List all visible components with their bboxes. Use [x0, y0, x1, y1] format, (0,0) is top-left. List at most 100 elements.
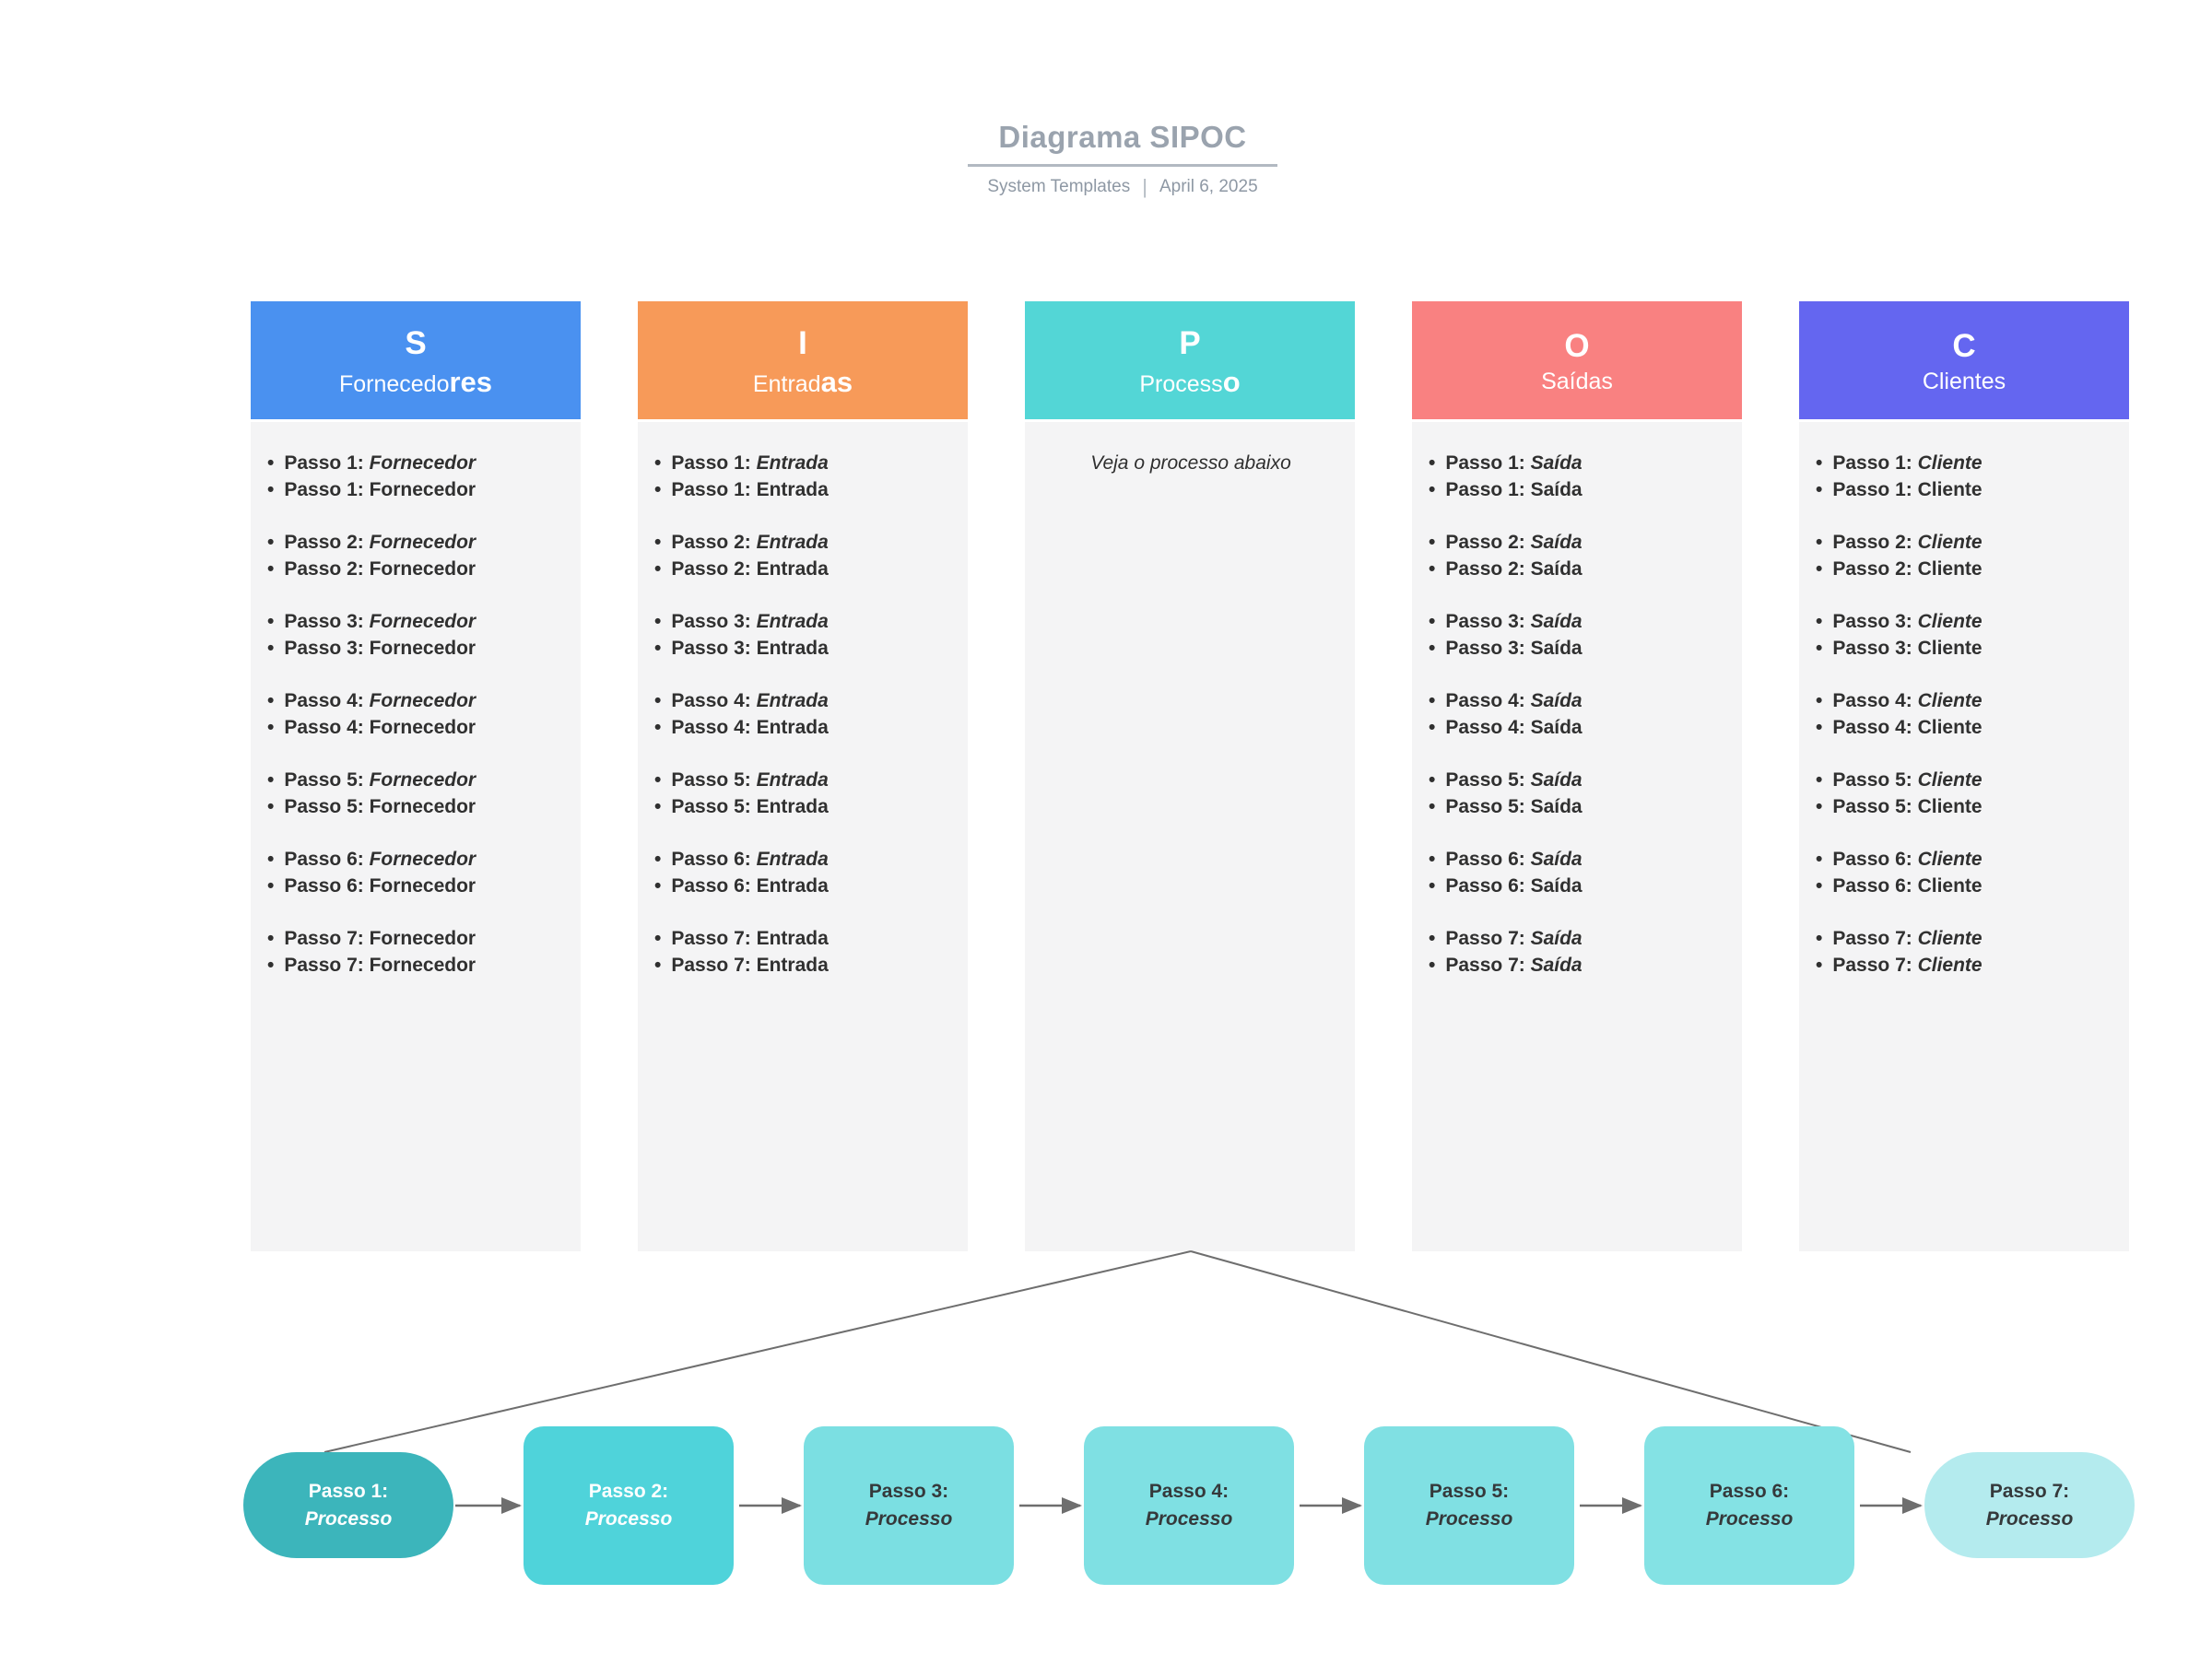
item-step-label: Passo 1:	[284, 479, 370, 500]
item-value: Entrada	[756, 611, 829, 632]
step-pair: Passo 7: SaídaPasso 7: Saída	[1427, 925, 1729, 979]
column-body: Passo 1: EntradaPasso 1: EntradaPasso 2:…	[638, 422, 968, 1251]
item-step-label: Passo 6:	[1445, 875, 1531, 897]
item-value: Fornecedor	[369, 479, 477, 500]
item-value: Fornecedor	[369, 849, 477, 870]
column-body: Veja o processo abaixo	[1025, 422, 1355, 1251]
item-step-label: Passo 1:	[284, 452, 370, 474]
item-value: Saída	[1530, 558, 1583, 580]
list-item: Passo 2: Cliente	[1814, 529, 2116, 556]
list-item: Passo 4: Fornecedor	[265, 714, 568, 741]
column-body: Passo 1: SaídaPasso 1: SaídaPasso 2: Saí…	[1412, 422, 1742, 1251]
item-value: Fornecedor	[369, 875, 477, 897]
item-step-label: Passo 1:	[1445, 479, 1531, 500]
item-step-label: Passo 4:	[284, 717, 370, 738]
item-step-label: Passo 3:	[1445, 611, 1531, 632]
item-step-label: Passo 5:	[284, 796, 370, 817]
list-item: Passo 6: Entrada	[653, 873, 955, 899]
item-value: Fornecedor	[369, 558, 477, 580]
item-step-label: Passo 1:	[1445, 452, 1531, 474]
item-step-label: Passo 4:	[671, 690, 757, 711]
title-block: Diagrama SIPOC System Templates | April …	[968, 120, 1277, 199]
item-value: Saída	[1530, 717, 1583, 738]
item-value: Entrada	[756, 928, 829, 949]
item-value: Saída	[1530, 638, 1583, 659]
step-sublabel: Processo	[1145, 1508, 1233, 1530]
item-step-label: Passo 4:	[284, 690, 370, 711]
step-sublabel: Processo	[1425, 1508, 1513, 1530]
item-step-label: Passo 3:	[1832, 638, 1918, 659]
item-step-label: Passo 4:	[1832, 717, 1918, 738]
item-step-label: Passo 7:	[1832, 928, 1918, 949]
column-body: Passo 1: FornecedorPasso 1: FornecedorPa…	[251, 422, 581, 1251]
list-item: Passo 1: Cliente	[1814, 476, 2116, 503]
list-item: Passo 5: Saída	[1427, 767, 1729, 793]
step-label: Passo 2:	[588, 1481, 669, 1502]
column-letter: P	[1179, 324, 1201, 361]
process-step-node-6: Passo 6: Processo	[1644, 1426, 1854, 1585]
item-step-label: Passo 2:	[671, 558, 757, 580]
item-step-label: Passo 6:	[1445, 849, 1531, 870]
list-item: Passo 4: Entrada	[653, 687, 955, 714]
item-value: Fornecedor	[369, 452, 477, 474]
item-step-label: Passo 5:	[671, 796, 757, 817]
sipoc-column-outputs: O Saídas Passo 1: SaídaPasso 1: SaídaPas…	[1412, 301, 1742, 1251]
subtitle-separator: |	[1142, 175, 1147, 198]
item-value: Entrada	[756, 769, 829, 791]
process-step-node-1: Passo 1: Processo	[243, 1452, 453, 1558]
item-value: Entrada	[756, 717, 829, 738]
step-pair: Passo 3: SaídaPasso 3: Saída	[1427, 608, 1729, 662]
step-label: Passo 5:	[1429, 1481, 1510, 1502]
list-item: Passo 6: Fornecedor	[265, 873, 568, 899]
item-step-label: Passo 6:	[671, 875, 757, 897]
item-value: Saída	[1530, 532, 1583, 553]
list-item: Passo 4: Entrada	[653, 714, 955, 741]
column-name: Clientes	[1923, 369, 2006, 393]
item-value: Cliente	[1917, 769, 1983, 791]
step-pair: Passo 6: EntradaPasso 6: Entrada	[653, 846, 955, 899]
item-value: Cliente	[1917, 928, 1983, 949]
list-item: Passo 4: Saída	[1427, 714, 1729, 741]
list-item: Passo 6: Cliente	[1814, 846, 2116, 873]
list-item: Passo 7: Saída	[1427, 925, 1729, 952]
item-value: Entrada	[756, 875, 829, 897]
item-value: Fornecedor	[369, 955, 477, 976]
column-name-suffix: res	[449, 365, 493, 398]
column-note: Veja o processo abaixo	[1090, 452, 1291, 474]
item-value: Saída	[1530, 452, 1583, 474]
item-value: Cliente	[1917, 875, 1983, 897]
list-item: Passo 7: Cliente	[1814, 925, 2116, 952]
item-step-label: Passo 7:	[1445, 928, 1531, 949]
item-value: Entrada	[756, 955, 829, 976]
list-item: Passo 1: Fornecedor	[265, 476, 568, 503]
item-value: Saída	[1530, 769, 1583, 791]
list-item: Passo 3: Cliente	[1814, 608, 2116, 635]
item-step-label: Passo 1:	[671, 479, 757, 500]
process-step-node-4: Passo 4: Processo	[1084, 1426, 1294, 1585]
item-value: Entrada	[756, 479, 829, 500]
item-step-label: Passo 2:	[1832, 532, 1918, 553]
item-value: Entrada	[756, 796, 829, 817]
list-item: Passo 1: Fornecedor	[265, 450, 568, 476]
list-item: Passo 2: Fornecedor	[265, 556, 568, 582]
item-value: Fornecedor	[369, 928, 477, 949]
list-item: Passo 6: Cliente	[1814, 873, 2116, 899]
item-value: Saída	[1530, 479, 1583, 500]
list-item: Passo 5: Entrada	[653, 793, 955, 820]
item-value: Saída	[1530, 690, 1583, 711]
subtitle: System Templates | April 6, 2025	[968, 175, 1277, 199]
item-step-label: Passo 2:	[1832, 558, 1918, 580]
item-step-label: Passo 2:	[284, 558, 370, 580]
column-name-prefix: Process	[1139, 370, 1223, 397]
item-step-label: Passo 2:	[1445, 558, 1531, 580]
step-pair: Passo 4: SaídaPasso 4: Saída	[1427, 687, 1729, 741]
list-item: Passo 6: Fornecedor	[265, 846, 568, 873]
list-item: Passo 4: Fornecedor	[265, 687, 568, 714]
